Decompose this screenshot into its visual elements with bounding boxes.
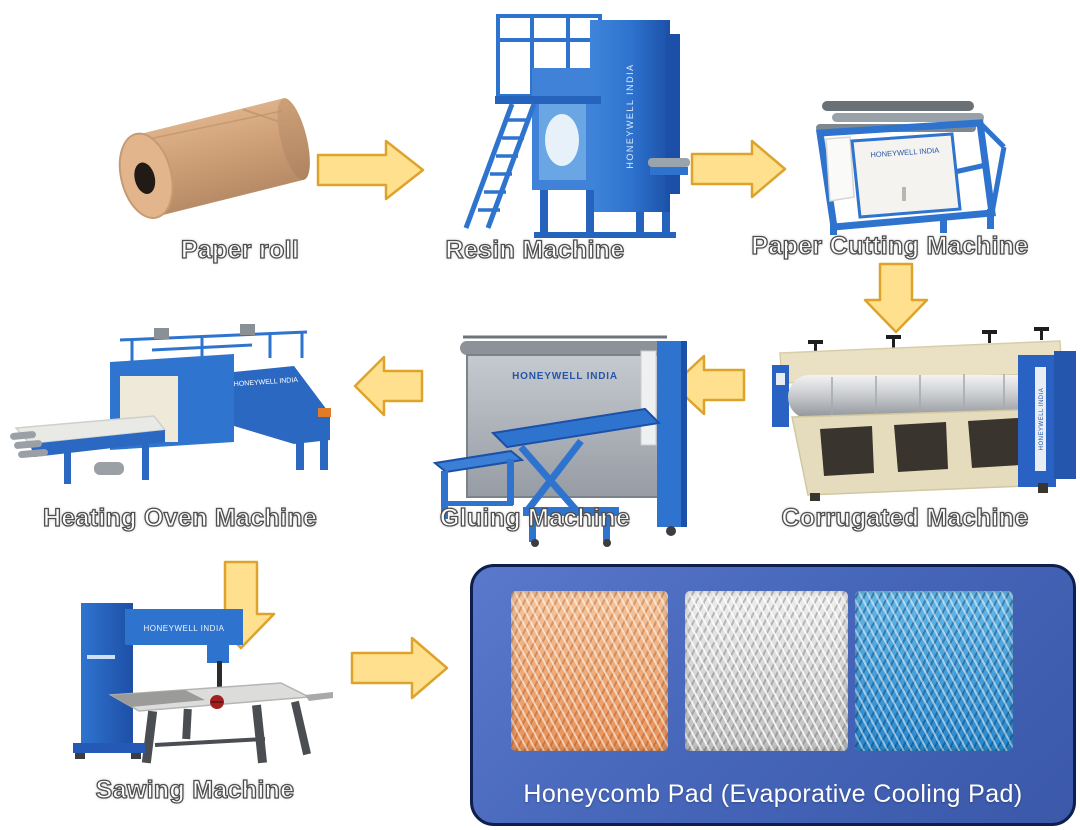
arrow-right-2 xyxy=(690,139,787,199)
honeycomb-pad-orange xyxy=(511,591,668,751)
paper-roll-label: Paper roll xyxy=(180,235,300,264)
oven-brand-text: HONEYWELL INDIA xyxy=(234,377,299,388)
arrow-left-2 xyxy=(353,355,424,417)
resin-brand-text: HONEYWELL INDIA xyxy=(625,63,635,168)
honeycomb-pad-label: Honeycomb Pad (Evaporative Cooling Pad) xyxy=(523,780,1023,808)
paper-cutting-machine-image: HONEYWELL INDIA xyxy=(815,101,1007,235)
heating-oven-machine-label: Heating Oven Machine xyxy=(42,503,318,532)
arrow-left-1 xyxy=(671,354,746,416)
sawing-brand-text: HONEYWELL INDIA xyxy=(144,624,225,633)
sawing-machine-image: HONEYWELL INDIA xyxy=(73,603,333,764)
honeycomb-pad-blue xyxy=(855,591,1013,751)
arrow-right-3 xyxy=(350,636,449,700)
corrugated-machine-image: HONEYWELL INDIA xyxy=(772,327,1076,501)
honeycomb-pad-box: Honeycomb Pad (Evaporative Cooling Pad) xyxy=(470,564,1076,826)
honeycomb-pad-white xyxy=(685,591,848,751)
resin-machine-label: Resin Machine xyxy=(445,235,625,264)
gluing-brand-text: HONEYWELL INDIA xyxy=(512,371,618,382)
corrugated-brand-text: HONEYWELL INDIA xyxy=(1039,388,1045,451)
arrow-right-1 xyxy=(316,139,425,201)
paper-roll-image xyxy=(118,98,310,219)
arrow-down-1 xyxy=(863,262,929,334)
sawing-machine-label: Sawing Machine xyxy=(95,775,295,804)
resin-machine-image: HONEYWELL INDIA xyxy=(463,14,690,238)
gluing-machine-image: HONEYWELL INDIA xyxy=(432,335,687,547)
paper-cutting-machine-label: Paper Cutting Machine xyxy=(751,231,1029,260)
gluing-machine-label: Gluing Machine xyxy=(439,503,631,532)
corrugated-machine-label: Corrugated Machine xyxy=(781,503,1029,532)
heating-oven-machine-image: HONEYWELL INDIA xyxy=(10,324,331,484)
